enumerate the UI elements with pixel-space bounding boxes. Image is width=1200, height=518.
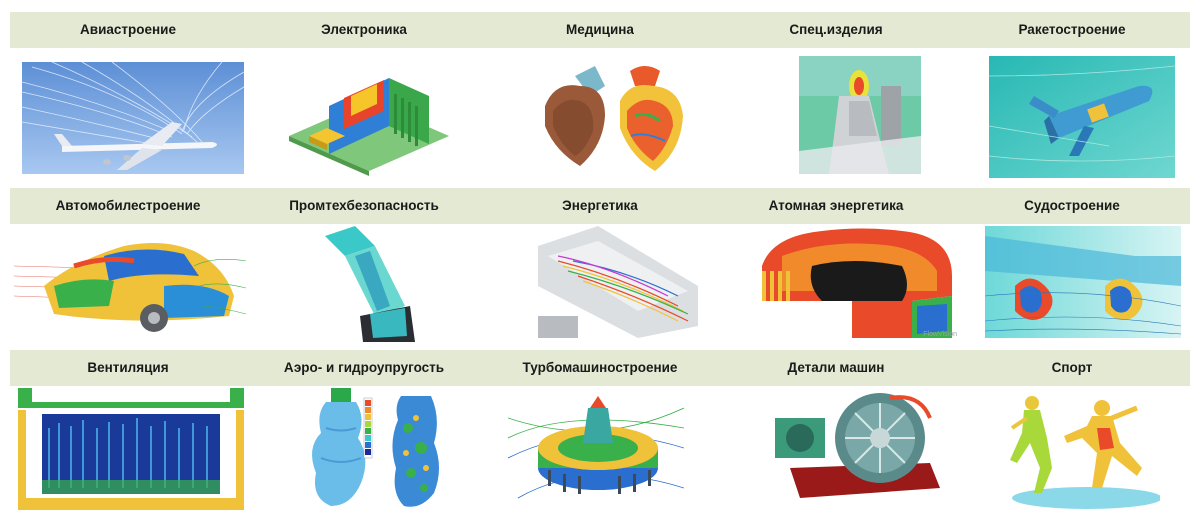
label-energy: Энергетика	[562, 198, 638, 213]
bottle-fluid-structure-icon	[296, 388, 456, 510]
rocket-flow-icon	[989, 56, 1175, 178]
ejection-seat-flow-icon	[799, 56, 921, 174]
label-ventilation: Вентиляция	[87, 360, 169, 375]
sport-athletes-icon	[992, 388, 1160, 510]
circuit-board-thermal-icon	[289, 56, 449, 176]
heart-model-icon	[535, 56, 695, 176]
header-band-row-3	[10, 350, 1190, 386]
label-automotive: Автомобилестроение	[55, 198, 201, 213]
car-aerodynamics-icon	[14, 226, 246, 336]
energy-combustor-icon	[538, 226, 698, 338]
label-rocketry: Ракетостроение	[1018, 22, 1126, 37]
nuclear-reactor-thermal-icon: FlowVision	[762, 226, 962, 338]
label-medicine: Медицина	[566, 22, 634, 37]
label-industrial-safety: Промтехбезопасность	[289, 198, 439, 213]
label-shipbuilding: Судостроение	[1024, 198, 1120, 213]
label-sport: Спорт	[1051, 360, 1093, 375]
label-aviation: Авиастроение	[80, 22, 176, 37]
label-turbomachinery: Турбомашиностроение	[522, 360, 678, 375]
label-machine-parts: Детали машин	[787, 360, 885, 375]
label-special-products: Спец.изделия	[789, 22, 883, 37]
label-nuclear-energy: Атомная энергетика	[768, 198, 904, 213]
header-band-row-1	[10, 12, 1190, 48]
machine-part-assembly-icon	[770, 388, 950, 508]
label-electronics: Электроника	[321, 22, 407, 37]
watermark-text: FlowVision	[923, 331, 957, 338]
label-aero-hydroelasticity: Аэро- и гидроупругость	[283, 360, 445, 375]
industrial-safety-structure-icon	[315, 226, 435, 342]
ship-propulsion-flow-icon	[985, 226, 1181, 338]
header-band-row-2	[10, 188, 1190, 224]
turbomachine-impeller-icon	[508, 388, 684, 508]
airplane-flow-icon	[22, 62, 244, 174]
ventilation-flow-field-icon	[18, 388, 244, 510]
